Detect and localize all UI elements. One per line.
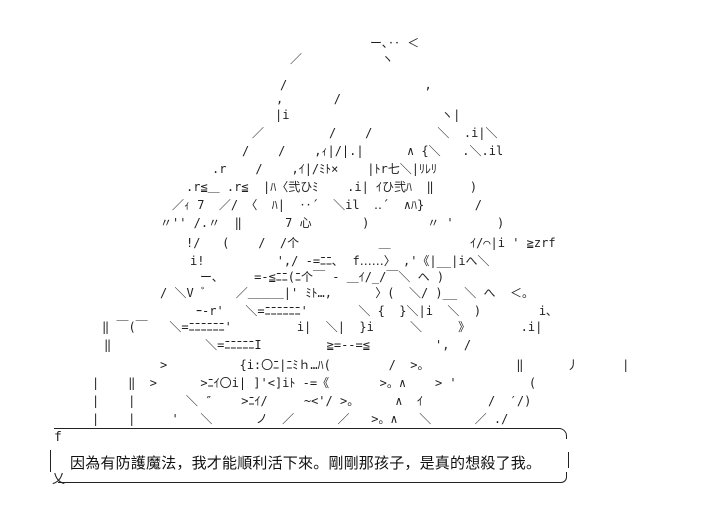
caption-border-top — [54, 428, 567, 439]
caption-box: f 乂 因為有防護魔法，我才能順利活下來。剛剛那孩子，是真的想殺了我。 — [48, 428, 569, 487]
art-line: ‖ ￣(￣ ＼=ﾆﾆﾆﾆﾆﾆ' i| ＼| }i ＼ 》 .i| — [102, 320, 543, 334]
caption-border-bottom — [58, 472, 567, 483]
art-line: ／ｨ 7 ／/ 〈 ﾊ| ‥´ ＼il ‥´ ∧ﾊ} / — [172, 198, 482, 212]
art-line: .r / ,ｲ|/ﾐﾄ× |ﾄr七＼|ﾘﾚﾘ — [212, 162, 437, 176]
caption-border-left — [50, 450, 52, 472]
art-line: ‖ ＼=ﾆﾆﾆﾆﾆI ≧=--=≦ ', / — [104, 338, 472, 352]
caption-border-right — [568, 452, 569, 468]
art-line: 〃'' /.〃 ‖ 7 心 ) 〃 ' ) — [160, 216, 505, 230]
art-line: .r≦＿ .r≦ |ﾊ〈弐ひﾐ .i| ｲひ弐ﾊ ‖ ) — [186, 180, 478, 194]
art-line: i! ',/ -=ﾆﾆ､ f‥‥‥〉 ,'《|__|iへ＼ — [190, 254, 490, 268]
art-line: ｰ‐r' ＼=ﾆﾆﾆﾆﾆﾆ' ＼ { }＼|i ＼ ) i､ — [196, 304, 553, 318]
caption-mark-bottom: 乂 — [52, 472, 66, 487]
caption-text: 因為有防護魔法，我才能順利活下來。剛剛那孩子，是真的想殺了我。 — [70, 454, 542, 472]
art-line: ／ ヽ — [290, 52, 394, 66]
art-line: / / ,ｨ|/|.| ∧ {＼ .＼.il — [242, 144, 504, 158]
art-line: | | ' ＼ ノ ／ ／ >。∧ ＼ ／ ./ — [92, 412, 509, 426]
art-line: | ‖ > >ﾆｲ〇i| ]'<]iﾄ -=《 >。∧ > ' ( — [92, 376, 537, 390]
art-line: ー､ =-≦ﾆﾆ(ﾆ个￣ ‐ ＿ｲ/_/￣＼ ヘ ) — [200, 270, 445, 284]
art-line: ／ / / ＼ .i|＼ — [252, 126, 498, 140]
art-line: | | ＼ ″ >ﾆｲ/ ~<'/ >。 ∧ ｲ / ′/) — [92, 394, 532, 408]
art-line: , / — [276, 92, 342, 106]
art-line: / , — [280, 78, 432, 92]
caption-mark-top: f — [54, 430, 62, 445]
art-line: / ＼V ﾞ ／＿＿＿|' ﾐﾄ…, 〉( ＼/ )__ ＼ へ ＜。 — [160, 286, 534, 300]
art-line: !/ ( / /个 ＿ ｲ/⌒|i ' ≧zrf — [186, 236, 556, 250]
art-line: |i ヽ| — [275, 108, 461, 122]
art-line: ー､‥ ＜ — [370, 36, 420, 50]
art-line: > {i:〇ﾆ|ﾆﾐｈ…ﾊ( / >。 ‖ 丿 | — [160, 358, 630, 372]
